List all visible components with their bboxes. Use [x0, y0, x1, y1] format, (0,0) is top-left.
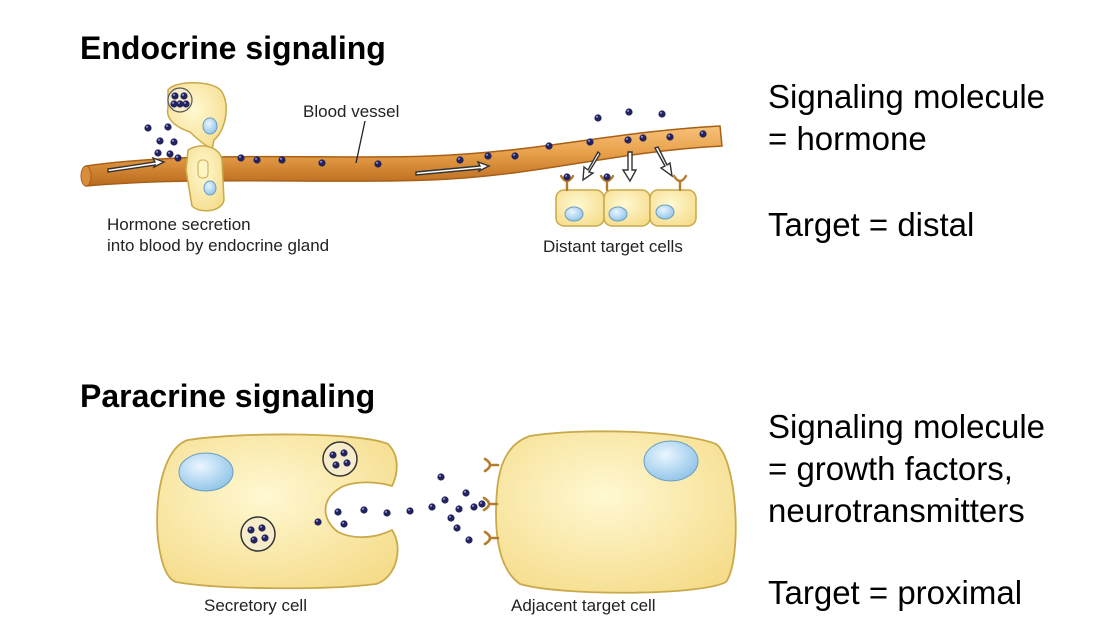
distant-target-cells [555, 173, 697, 227]
blood-vessel-label: Blood vessel [303, 102, 399, 121]
blood-vessel [85, 125, 723, 187]
endocrine-molecule-line2: = hormone [768, 120, 927, 157]
paracrine-molecule-line1: Signaling molecule [768, 408, 1046, 445]
paracrine-diagram: Secretory cell Adjacent target cell [156, 430, 737, 615]
endocrine-description: Signaling molecule = hormone Target = di… [768, 76, 1045, 246]
secretion-label-line1: Hormone secretion [107, 215, 251, 234]
paracrine-molecule-line3: neurotransmitters [768, 492, 1025, 529]
distant-target-label: Distant target cells [543, 237, 683, 256]
paracrine-target: Target = proximal [768, 574, 1023, 611]
endocrine-title: Endocrine signaling [80, 30, 386, 66]
paracrine-molecule-line2: = growth factors, [768, 450, 1013, 487]
secretion-label-line2: into blood by endocrine gland [107, 236, 329, 255]
endocrine-target: Target = distal [768, 206, 975, 243]
endocrine-gland-cell [166, 82, 227, 212]
paracrine-title: Paracrine signaling [80, 378, 376, 414]
receptor-icon [482, 457, 500, 546]
secretory-vesicle [322, 441, 358, 477]
secretory-cell-label: Secretory cell [204, 596, 307, 615]
down-arrow-icon [582, 146, 673, 183]
adjacent-target-cell [495, 430, 737, 594]
paracrine-description: Signaling molecule = growth factors, neu… [768, 406, 1045, 614]
flow-arrow-icon [107, 156, 491, 176]
endocrine-diagram: Blood vessel Hormone secretion into bloo… [80, 82, 723, 256]
adjacent-target-label: Adjacent target cell [511, 596, 656, 615]
secretory-vesicle [240, 516, 276, 552]
endocrine-molecule-line1: Signaling molecule [768, 78, 1046, 115]
